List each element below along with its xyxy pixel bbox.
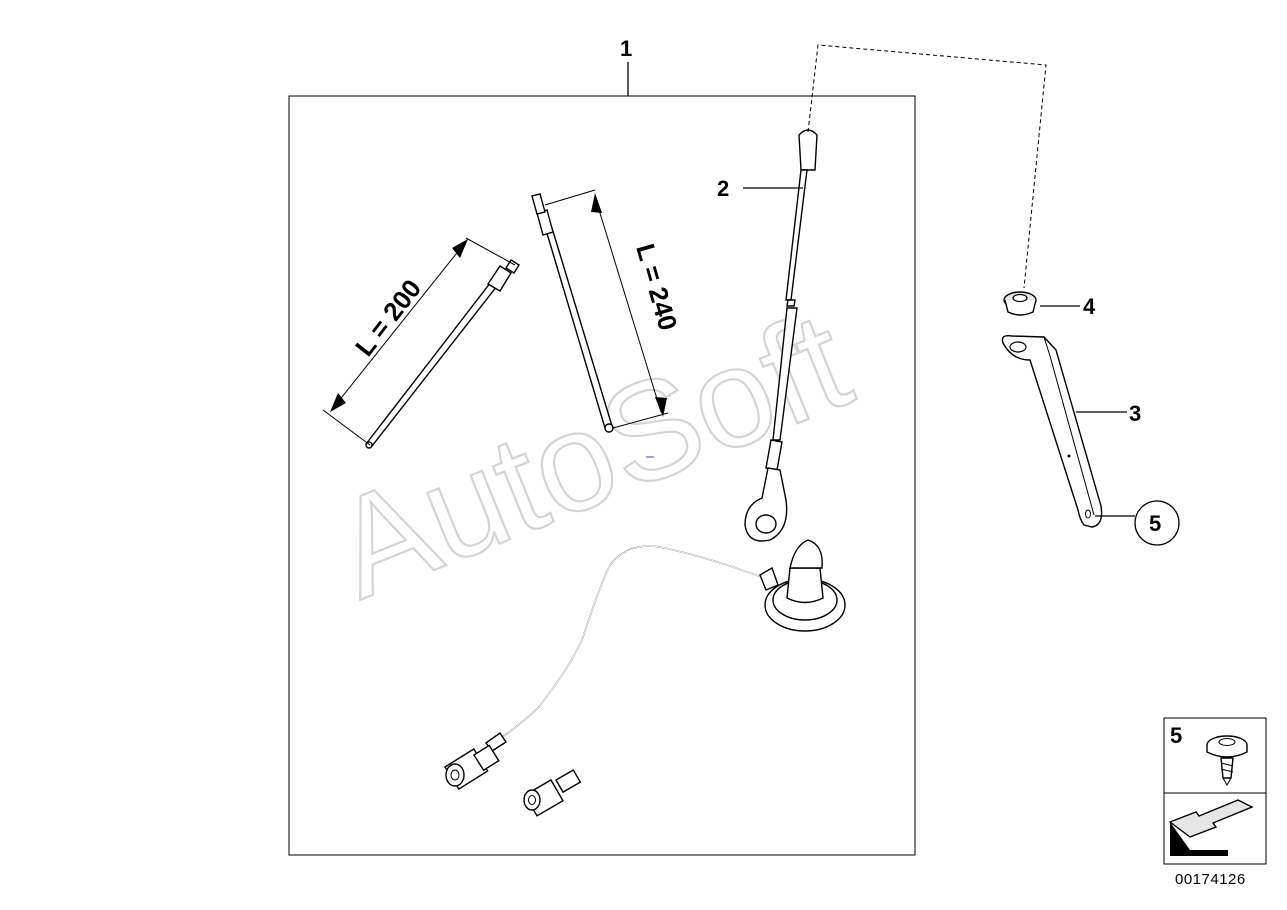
assembly-dashed-line (807, 44, 1047, 289)
antenna-rod-200 (322, 237, 520, 449)
dimension-label-200: L = 200 (349, 274, 427, 362)
callout-1: 1 (620, 36, 632, 61)
document-number: 00174126 (1175, 871, 1246, 888)
grommet (1003, 291, 1037, 316)
legend-box-label: 5 (1170, 723, 1182, 748)
callout-5-circle (1134, 500, 1180, 546)
callout-3: 3 (1129, 401, 1141, 426)
dimension-label-240: L = 240 (630, 240, 683, 333)
mounting-bracket (1001, 334, 1103, 528)
callout-5: 5 (1149, 511, 1161, 536)
antenna-mast (744, 129, 818, 542)
kit-frame (288, 95, 916, 856)
adapter-connector (523, 769, 582, 817)
legend-box (1163, 717, 1267, 865)
callout-2: 2 (717, 176, 729, 201)
antenna-rod-240 (531, 189, 669, 433)
antenna-base-cable (444, 539, 846, 791)
callout-4: 4 (1083, 294, 1096, 319)
